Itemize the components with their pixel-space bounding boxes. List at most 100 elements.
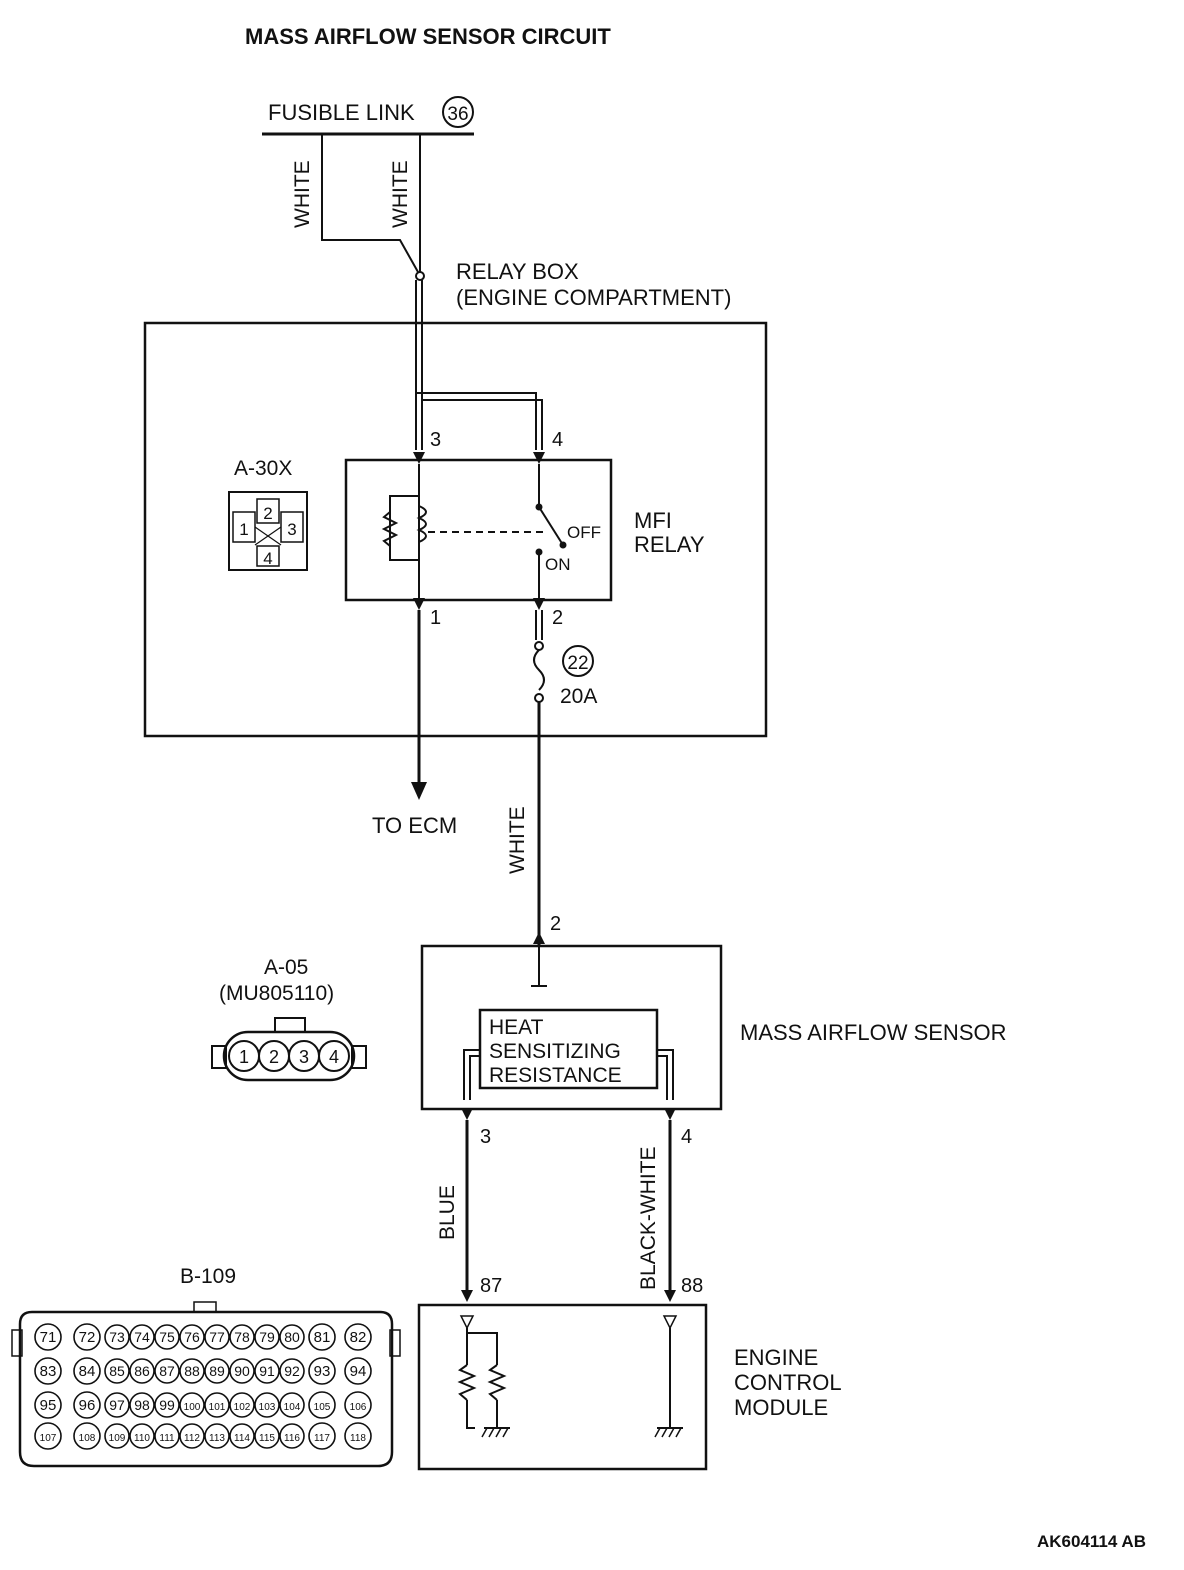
fuse-number: 22 [567, 653, 588, 674]
connector-a05-latch [274, 1017, 306, 1033]
mfi-relay-label-line2: RELAY [634, 532, 705, 557]
connector-b109-cavity [73, 1323, 101, 1351]
ecm-ground-icon [675, 1427, 682, 1438]
connector-a30x-body [228, 491, 308, 571]
relay-pin-3: 3 [430, 429, 441, 451]
connector-b109-pin: 111 [159, 1433, 175, 1444]
connector-b109-pin: 99 [159, 1397, 175, 1413]
maf-pin-2: 2 [550, 913, 561, 935]
connector-b109-pin: 94 [350, 1363, 367, 1380]
connector-a05-ear [351, 1045, 367, 1069]
relay-pin-2: 2 [552, 607, 563, 629]
ecm-ground-icon [488, 1427, 495, 1438]
pin-arrow [413, 598, 425, 610]
connector-a30x-label: A-30X [234, 457, 292, 480]
connector-b109-pin: 77 [209, 1329, 225, 1345]
connector-b109-pin: 89 [209, 1363, 225, 1379]
connector-a30x-cavity [256, 498, 280, 524]
connector-b109-cavity [279, 1324, 305, 1350]
connector-a30x-pin: 4 [263, 549, 272, 568]
connector-b109-pin: 87 [159, 1363, 175, 1379]
white-wire-sensor-label: WHITE [506, 806, 529, 874]
ecm-ground-icon [495, 1427, 502, 1438]
connector-b109-pin: 110 [134, 1433, 150, 1444]
connector-b109-pin: 118 [350, 1433, 366, 1444]
connector-b109-pin: 105 [314, 1402, 331, 1413]
ecm-ground-icon [502, 1427, 509, 1438]
connector-b109-pin: 82 [350, 1329, 367, 1346]
connector-a30x: A-30X 1 2 3 4 [228, 457, 308, 571]
pin-arrow [664, 1290, 676, 1302]
fusible-link-number-circle [442, 96, 474, 128]
connector-b109-cavity [154, 1392, 180, 1418]
fuse-number-circle [562, 645, 594, 677]
ecm-terminal-arrow [662, 1315, 678, 1330]
connector-b109-pin: 92 [284, 1363, 300, 1379]
mfi-relay: 3 4 OFF ON 1 2 MFI RELAY [344, 429, 705, 629]
connector-b109-cavity [254, 1324, 280, 1350]
connector-b109-cavity [34, 1357, 62, 1385]
connector-b109-cavity [254, 1358, 280, 1384]
relay-pin-4: 4 [552, 429, 563, 451]
connector-a05-pin: 1 [239, 1047, 249, 1067]
connector-b109-cavity [129, 1324, 155, 1350]
connector-b109-pin: 81 [314, 1329, 331, 1346]
connector-b109-pin: 102 [234, 1402, 251, 1413]
connector-b109-cavity [308, 1357, 336, 1385]
maf-wire-3-b [469, 1055, 480, 1100]
connector-b109-pin: 78 [234, 1329, 250, 1345]
connector-a30x-pin: 2 [263, 504, 272, 523]
maf-pin-4: 4 [681, 1126, 692, 1148]
connector-b109-pin: 96 [79, 1397, 96, 1414]
connector-b109-ear [11, 1329, 23, 1357]
connector-b109-label: B-109 [180, 1265, 236, 1288]
connector-b109-cavity [254, 1392, 280, 1418]
connector-b109-pin: 116 [284, 1433, 300, 1444]
relay-switch-off-label: OFF [567, 523, 601, 542]
mfi-relay-label-line1: MFI [634, 508, 672, 533]
connector-b109-cavity [308, 1323, 336, 1351]
figure-id: AK604114 AB [1037, 1532, 1146, 1551]
connector-a30x-pin: 1 [239, 520, 248, 539]
connector-b109-cavity [344, 1357, 372, 1385]
connector-b109-cavity [179, 1358, 205, 1384]
connector-b109-cavity [154, 1423, 180, 1449]
connector-b109-cavity [34, 1391, 62, 1419]
connector-b109-pin: 76 [184, 1329, 200, 1345]
connector-b109-pin: 117 [314, 1433, 330, 1444]
connector-b109-cavity [229, 1423, 255, 1449]
connector-b109-pin: 95 [40, 1397, 57, 1414]
connector-a05-pin: 2 [269, 1047, 279, 1067]
connector-b109-pin: 83 [40, 1363, 57, 1380]
pin-arrow [533, 932, 545, 944]
connector-b109-pin: 72 [79, 1329, 96, 1346]
connector-b109-pin: 106 [350, 1402, 367, 1413]
connector-b109-cavity [279, 1392, 305, 1418]
ecm-label-line1: ENGINE [734, 1345, 818, 1370]
connector-b109-pin: 73 [109, 1329, 125, 1345]
connector-b109-pin: 97 [109, 1397, 125, 1413]
pin-arrow [664, 1108, 676, 1120]
connector-b109-cavity [129, 1358, 155, 1384]
connector-b109-pin: 85 [109, 1363, 125, 1379]
mass-airflow-sensor: HEAT SENSITIZING RESISTANCE 3 4 MASS AIR… [420, 932, 1007, 1148]
connector-a05-ear [211, 1045, 227, 1069]
relay-feed-wire-to-4a [416, 392, 537, 450]
connector-b109-pin: 103 [259, 1402, 276, 1413]
to-ecm-label: TO ECM [372, 813, 457, 838]
maf-sensor-label: MASS AIRFLOW SENSOR [740, 1020, 1007, 1045]
maf-wire-3-a [463, 1049, 480, 1100]
connector-b109-pin: 80 [284, 1329, 300, 1345]
fusible-link-label: FUSIBLE LINK [268, 100, 415, 125]
connector-b109-pin: 107 [40, 1433, 57, 1444]
connector-b109-cavity [308, 1391, 336, 1419]
heat-element-line1: HEAT [489, 1016, 544, 1039]
connector-b109-cavity [179, 1392, 205, 1418]
connector-b109-cavity [204, 1392, 230, 1418]
connector-b109-cavity [254, 1423, 280, 1449]
connector-b109-ear [389, 1329, 401, 1357]
ecm-ground-icon [668, 1427, 675, 1438]
